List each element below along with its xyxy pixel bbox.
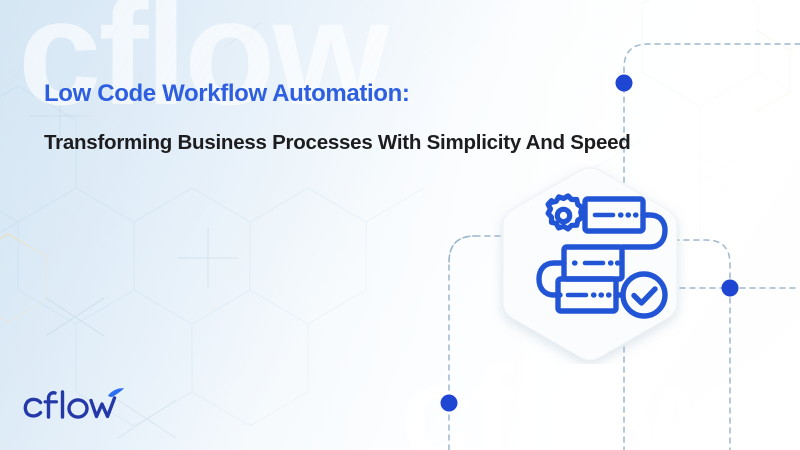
check-circle-icon bbox=[620, 271, 668, 319]
node-right bbox=[721, 279, 739, 297]
connector-2-3 bbox=[536, 260, 567, 298]
connector-1-2 bbox=[619, 212, 668, 250]
logo-leaf-icon bbox=[108, 388, 124, 397]
page-subtitle: Transforming Business Processes With Sim… bbox=[44, 130, 631, 154]
dashed-corner-top-left bbox=[448, 235, 476, 263]
logo-letter-c bbox=[23, 397, 43, 418]
gear-icon bbox=[545, 193, 585, 232]
cflow-logo[interactable] bbox=[18, 383, 136, 427]
page-title: Low Code Workflow Automation: bbox=[44, 80, 410, 107]
logo-letter-o bbox=[67, 398, 89, 419]
logo-letter-w bbox=[89, 396, 117, 419]
plus-mark bbox=[689, 149, 751, 191]
gold-hex-accent-right bbox=[755, 29, 800, 113]
plus-mark bbox=[178, 228, 238, 288]
plus-mark bbox=[45, 297, 105, 337]
brand-watermark-top: cflow bbox=[18, 0, 389, 136]
hero-text-block: Low Code Workflow Automation: Transformi… bbox=[44, 80, 684, 155]
workflow-badge bbox=[502, 167, 678, 361]
workflow-automation-icon bbox=[536, 193, 668, 319]
gold-hex-accent-left bbox=[0, 233, 47, 323]
logo-letter-f bbox=[46, 391, 57, 419]
